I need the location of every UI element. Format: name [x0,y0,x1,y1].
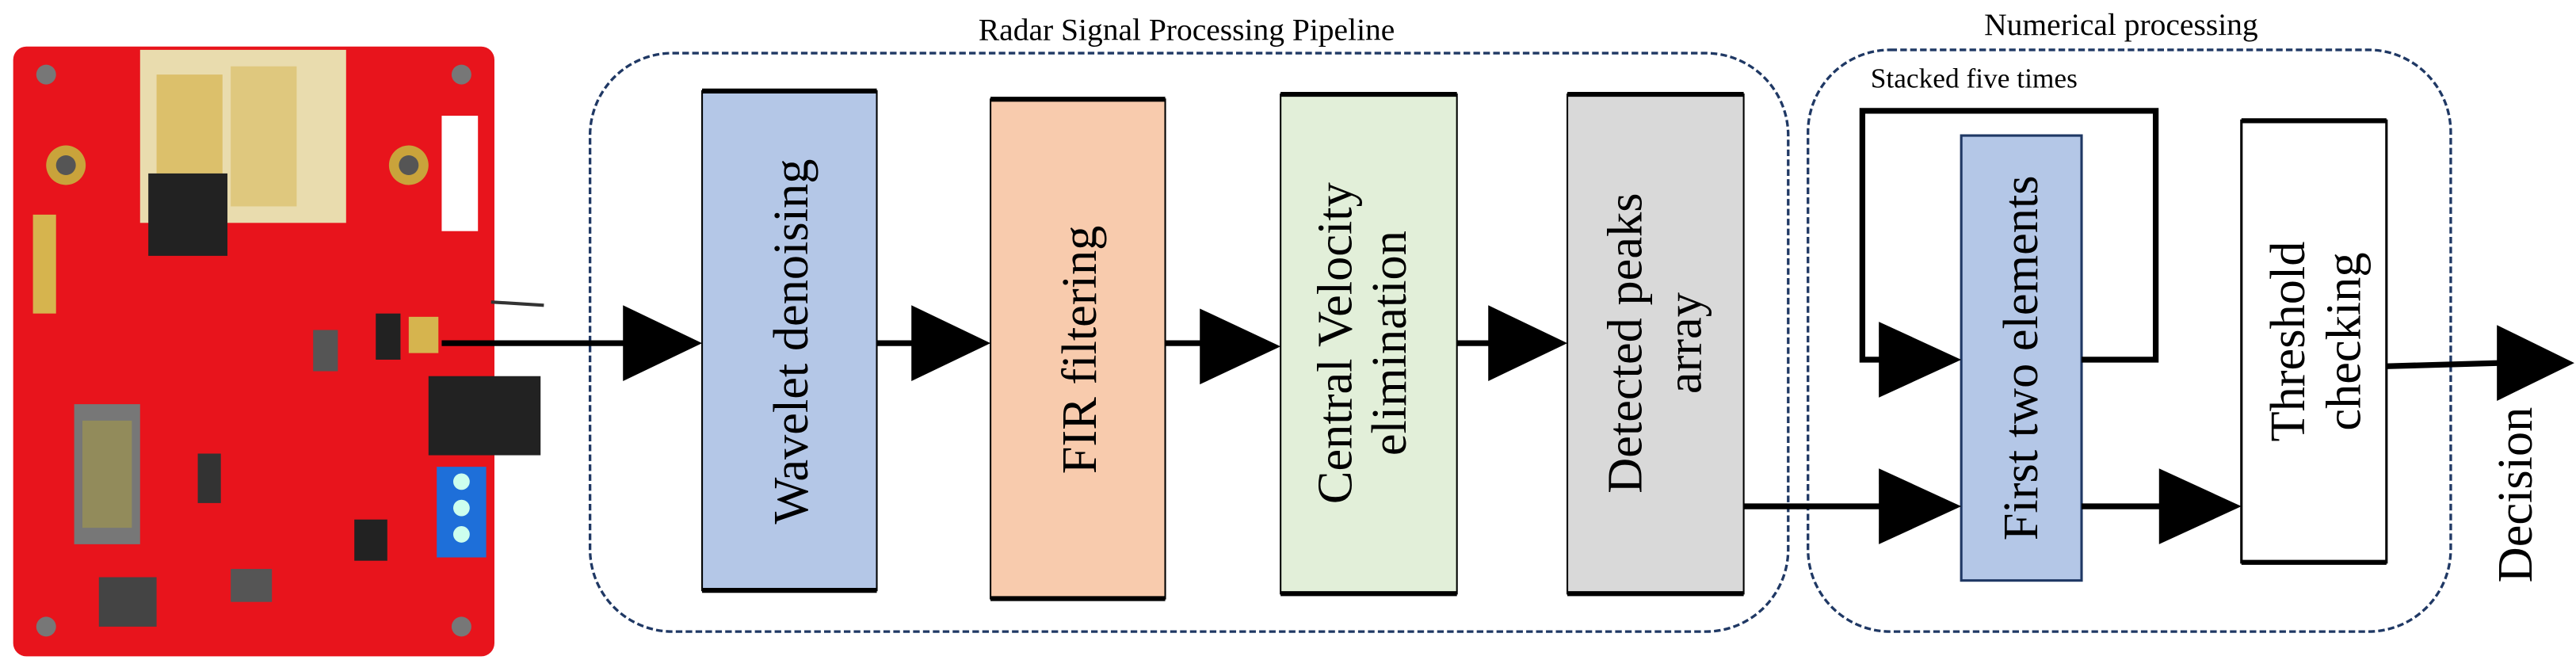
arrow-icon [1200,308,1281,385]
threshold-block [2240,119,2388,564]
stacked-label: Stacked five times [1871,63,2078,94]
central-velocity-block [1280,93,1458,595]
wavelet-label: Wavelet denoising [764,159,819,525]
fir-block [990,98,1166,600]
arrow-icon [2497,325,2574,401]
central-label-1: Central Velocity [1308,182,1363,504]
radar-board-image [13,46,544,657]
decision-label: Decision [2488,407,2543,583]
arrowheads [623,305,2574,544]
detected-peaks-block [1567,93,1745,595]
pipeline-title: Radar Signal Processing Pipeline [979,12,1395,47]
first-two-block [1960,134,2083,582]
numerical-group-border [1807,48,2452,633]
arrow-icon [623,305,703,381]
detected-label-1: Detected peaks [1598,193,1653,494]
arrow-icon [2158,468,2242,544]
arrow-icon [911,305,991,381]
central-label-2: elimination [1362,231,1417,456]
arrow-icon [1488,305,1568,381]
first-two-label: First two elements [1994,175,2048,540]
arrow-icon [1879,468,1962,544]
arrow-icon [1879,322,1962,398]
threshold-label-2: checking [2317,252,2372,430]
detected-label-2: array [1658,292,1712,394]
pipeline-group-border [588,52,1790,633]
fir-label: FIR filtering [1052,226,1107,475]
wavelet-block [701,90,878,592]
numerical-title: Numerical processing [1984,7,2258,42]
threshold-label-1: Threshold [2261,242,2315,442]
